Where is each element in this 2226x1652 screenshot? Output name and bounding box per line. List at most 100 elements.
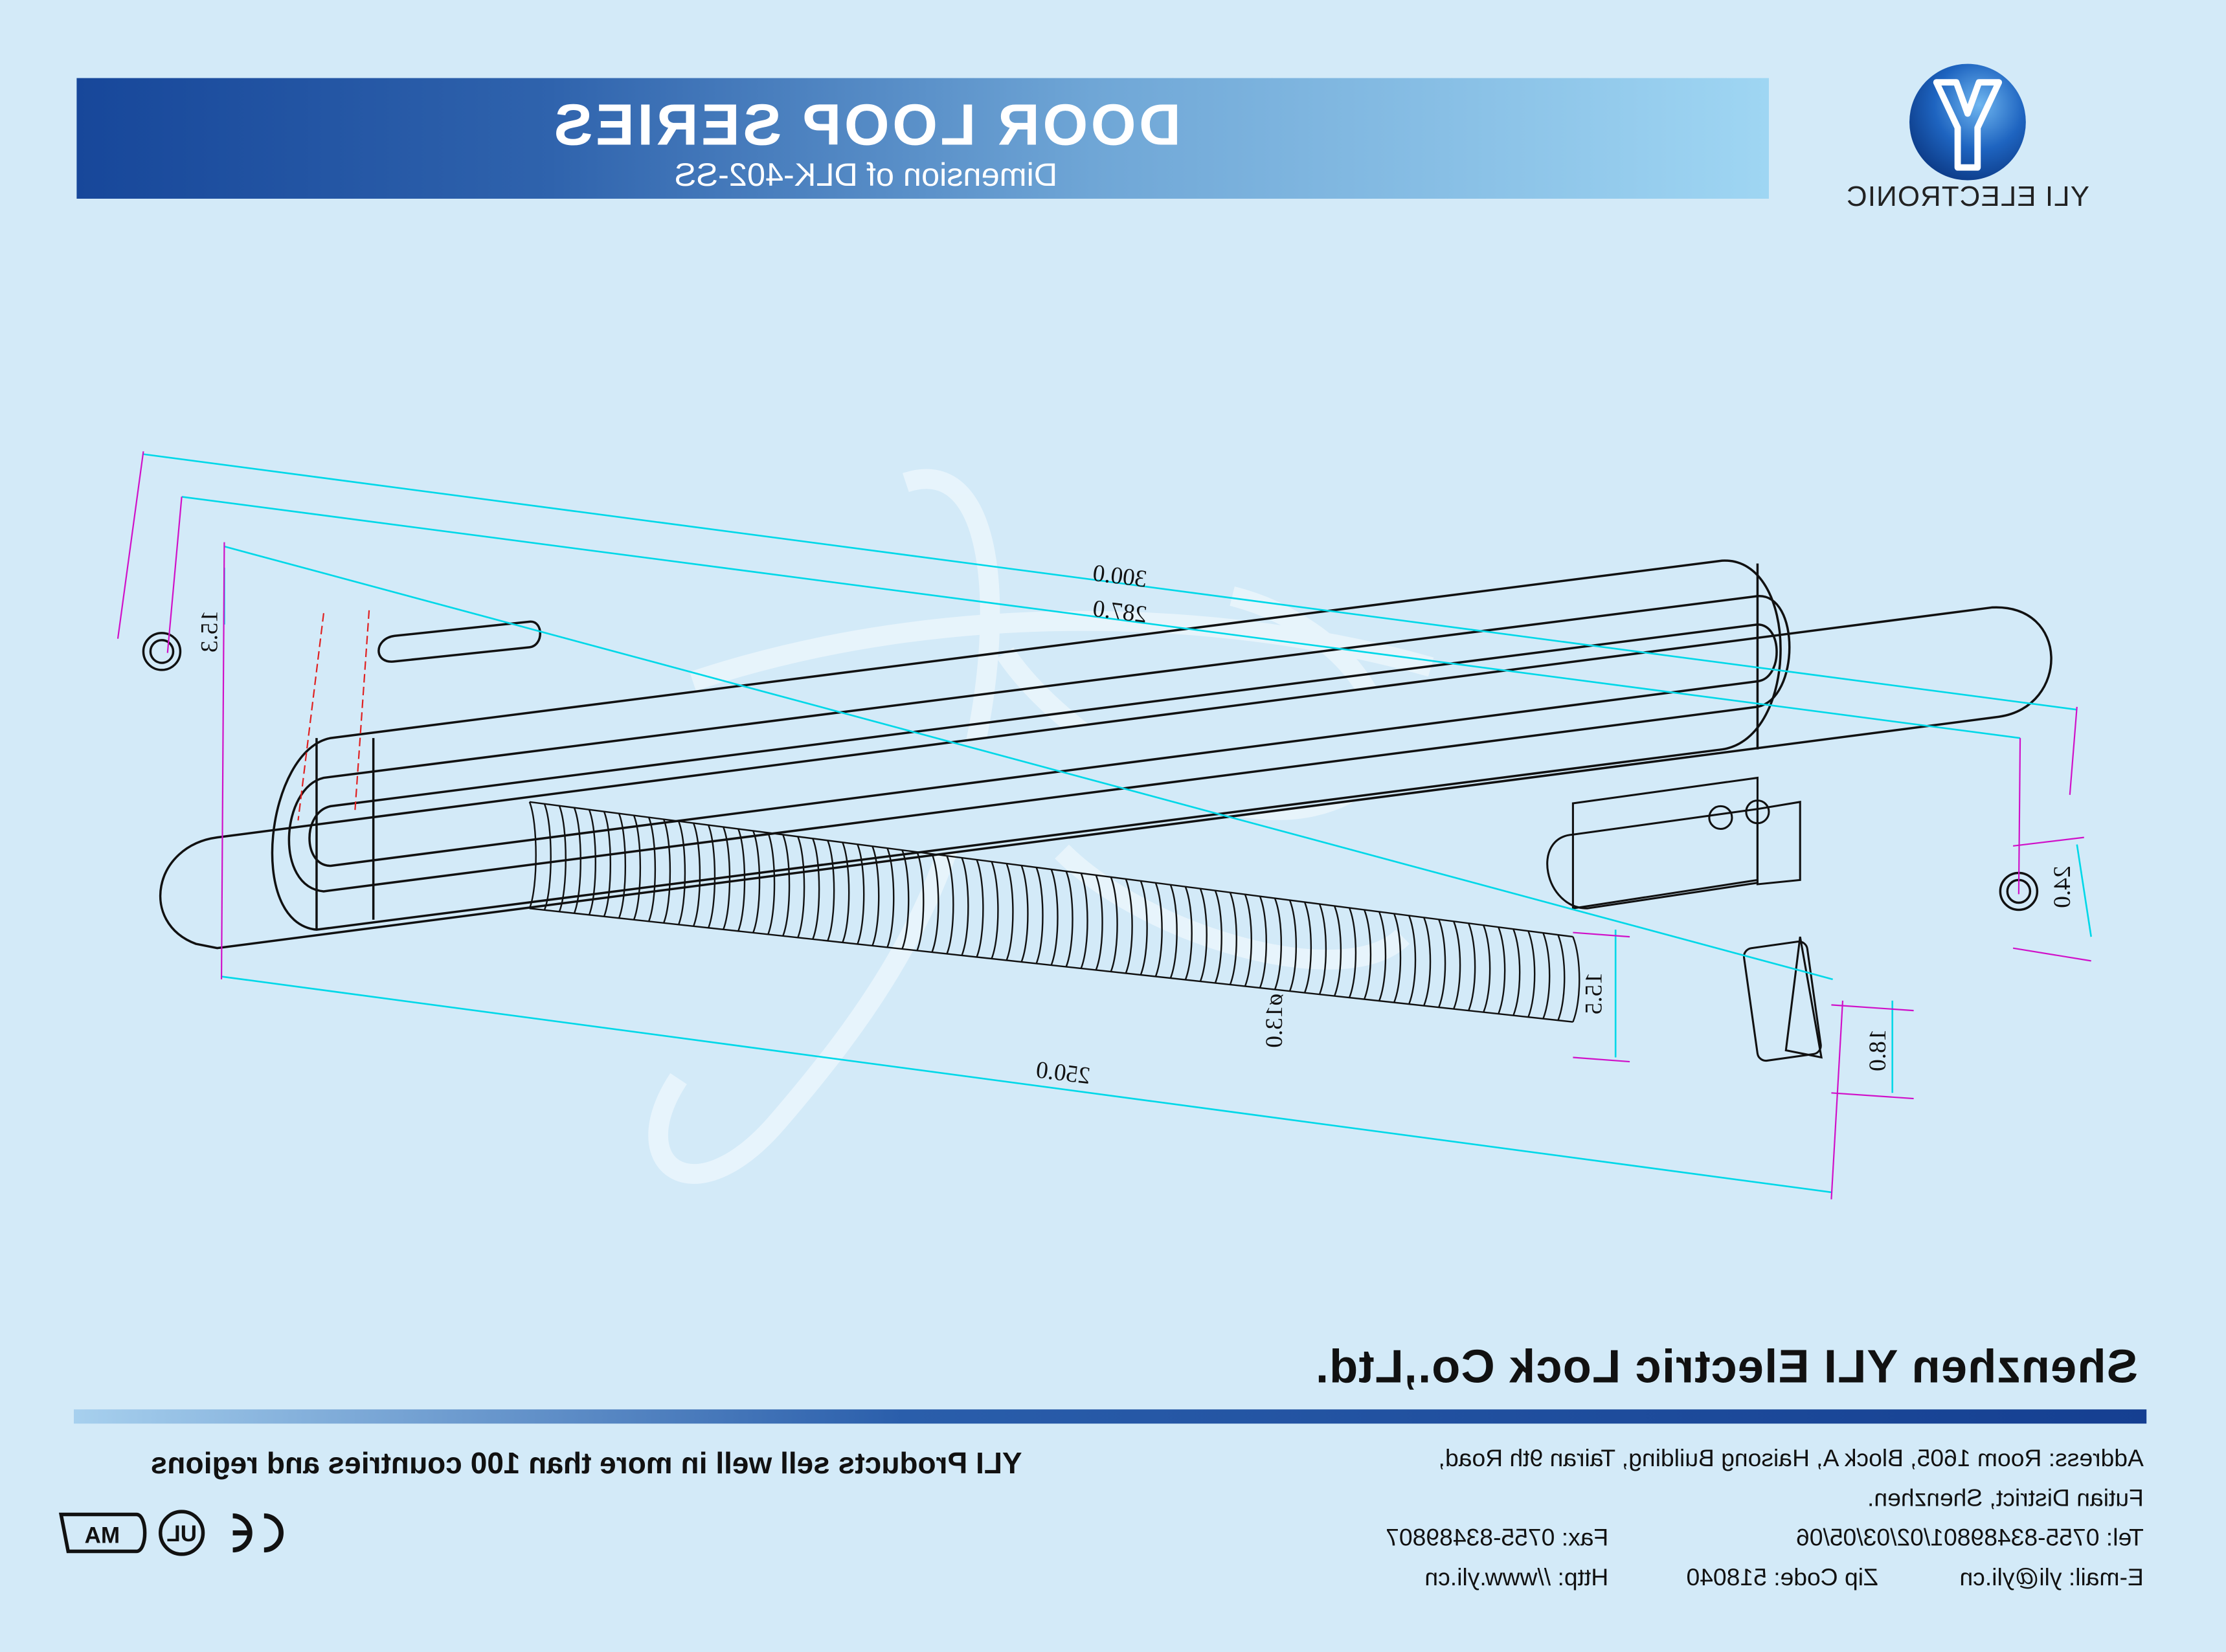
address-line-1: Address: Room 1605, Block A, Haisong Bui… bbox=[1438, 1445, 2144, 1472]
spring-coil bbox=[1095, 875, 1103, 970]
armored-spring bbox=[528, 776, 1823, 1062]
spring-coil bbox=[842, 842, 850, 943]
spring-coil bbox=[946, 855, 954, 954]
spring-coil bbox=[1184, 886, 1193, 980]
spring-coil bbox=[1020, 865, 1029, 963]
spring-coils bbox=[528, 801, 1580, 1023]
spring-coil bbox=[633, 815, 642, 921]
ce-mark-icon bbox=[232, 1513, 284, 1553]
spring-coil bbox=[1348, 908, 1357, 998]
spring-coil bbox=[1006, 863, 1014, 961]
spring-coil bbox=[1363, 910, 1372, 1000]
spring-coil bbox=[618, 813, 626, 919]
spring-coil bbox=[528, 801, 537, 909]
spring-coil bbox=[1050, 869, 1059, 966]
ul-mark-icon: UL bbox=[159, 1510, 205, 1556]
spring-coil bbox=[871, 845, 880, 946]
spring-coil bbox=[1498, 926, 1506, 1014]
spring-coil bbox=[1065, 871, 1074, 967]
spring-coil bbox=[1527, 930, 1536, 1018]
spring-coil bbox=[752, 831, 761, 933]
spring-coil bbox=[1303, 902, 1312, 994]
spring-coil bbox=[797, 836, 805, 938]
spring-coil bbox=[1214, 890, 1222, 983]
spring-coil bbox=[1483, 924, 1491, 1013]
sales-slogan: YLI Products sell well in more than 100 … bbox=[150, 1447, 1022, 1480]
spring-coil bbox=[558, 805, 567, 912]
spring-coil bbox=[1572, 936, 1580, 1023]
spring-coil bbox=[677, 821, 686, 925]
dim-sleeve-height: 15.5 bbox=[1580, 972, 1608, 1015]
spring-coil bbox=[931, 853, 939, 953]
spring-coil bbox=[1512, 928, 1521, 1016]
zip-code: Zip Code: 518040 bbox=[1686, 1564, 1878, 1591]
dim-spring-diameter: ø13.0 bbox=[1261, 993, 1288, 1048]
spring-coil bbox=[827, 840, 835, 941]
dim-plate-width-left: 15.3 bbox=[196, 610, 223, 653]
spring-coil bbox=[1259, 896, 1267, 988]
footer-divider bbox=[74, 1409, 2147, 1424]
spring-coil bbox=[662, 819, 671, 924]
spring-coil bbox=[737, 829, 746, 932]
spring-coil bbox=[707, 825, 716, 928]
spring-coil bbox=[812, 838, 820, 940]
svg-text:MA: MA bbox=[85, 1523, 120, 1548]
spring-coil bbox=[1125, 878, 1133, 974]
spring-coil bbox=[1274, 898, 1282, 990]
svg-text:UL: UL bbox=[166, 1521, 197, 1546]
address-line-2: Futian District, Shenzhen. bbox=[1867, 1484, 2144, 1512]
spring-coil bbox=[886, 847, 895, 948]
spring-coil bbox=[1542, 932, 1551, 1020]
spring-coil bbox=[991, 861, 999, 959]
spring-coil bbox=[857, 843, 865, 944]
spring-coil bbox=[603, 811, 611, 917]
yli-logo-icon: Y bbox=[1909, 63, 2026, 181]
dim-plate-width-right: 24.0 bbox=[2048, 865, 2076, 908]
certification-marks: UL MA bbox=[58, 1510, 284, 1556]
spring-coil bbox=[1080, 873, 1088, 969]
spring-coil bbox=[1035, 867, 1044, 964]
spring-coil bbox=[1110, 876, 1118, 972]
spring-coil bbox=[588, 809, 596, 915]
spring-coil bbox=[1169, 884, 1178, 979]
spring-coil bbox=[1199, 888, 1208, 982]
spring-coil bbox=[543, 803, 552, 911]
spring-coil bbox=[1229, 892, 1237, 985]
spring-coil bbox=[1557, 934, 1566, 1021]
spring-coil bbox=[782, 834, 791, 937]
spring-coil bbox=[692, 823, 701, 927]
spring-coil bbox=[1244, 894, 1252, 987]
dimension-lines bbox=[143, 453, 2093, 1194]
spring-coil bbox=[1408, 915, 1417, 1005]
cma-mark-icon: MA bbox=[58, 1512, 147, 1554]
company-name: Shenzhen YLI Electric Lock Co.,Ltd. bbox=[1314, 1339, 2139, 1392]
email-address: E-mail: yli@yli.cn bbox=[1959, 1564, 2144, 1591]
spring-coil bbox=[1288, 900, 1297, 992]
spring-coil bbox=[901, 849, 910, 950]
tel-number: Tel: 0755-83489801/02/03/05/06 bbox=[1796, 1524, 2144, 1552]
spring-coil bbox=[1333, 906, 1342, 997]
spring-coil bbox=[647, 817, 657, 922]
website-url: Http: //www.yli.cn bbox=[1424, 1564, 1609, 1591]
dim-end-block-height: 18.0 bbox=[1863, 1029, 1891, 1071]
fax-number: Fax: 0755-83489807 bbox=[1386, 1524, 1609, 1552]
spring-coil bbox=[1140, 880, 1148, 976]
spring-coil bbox=[961, 857, 969, 956]
spring-coil bbox=[1393, 913, 1402, 1003]
spring-coil bbox=[976, 859, 984, 957]
spring-coil bbox=[1453, 921, 1461, 1010]
spring-coil bbox=[1378, 911, 1387, 1001]
rod-housing bbox=[142, 559, 2052, 950]
spring-coil bbox=[1438, 919, 1446, 1008]
spring-coil bbox=[573, 807, 581, 914]
spring-coil bbox=[723, 827, 731, 930]
spring-coil bbox=[1154, 882, 1163, 977]
spring-coil bbox=[1468, 922, 1476, 1011]
center-lines bbox=[297, 610, 370, 821]
spring-coil bbox=[1318, 904, 1327, 995]
spring-coil bbox=[916, 851, 925, 951]
spring-coil bbox=[767, 832, 776, 935]
